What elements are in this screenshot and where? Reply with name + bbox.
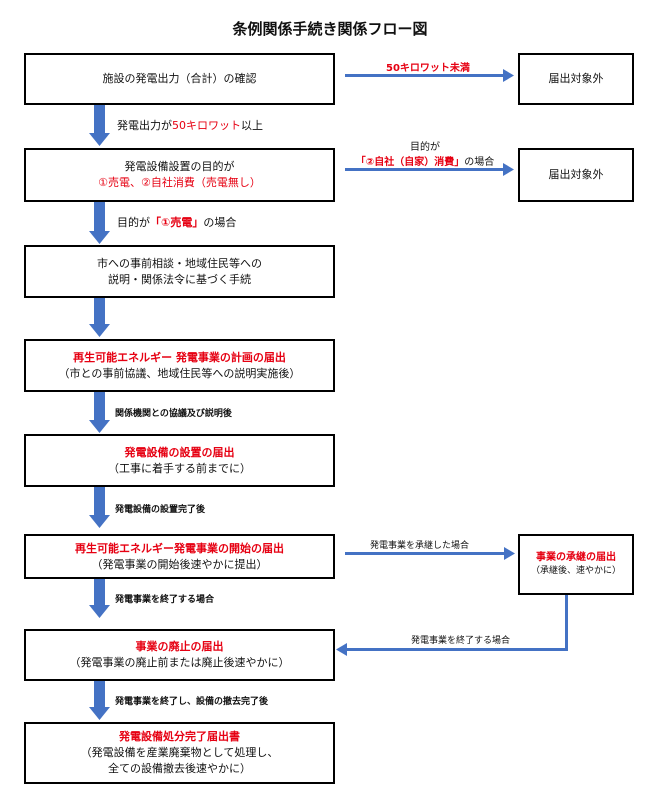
label-sale-post: の場合 <box>203 216 237 229</box>
label-sale-pre: 目的が <box>117 216 150 229</box>
step-disposal-report-note1: （発電設備を産業廃棄物として処理し、 <box>80 746 279 760</box>
arrow-down-4 <box>89 392 110 433</box>
step-output-check: 施設の発電出力（合計）の確認 <box>24 53 335 105</box>
label-business-end-1: 発電事業を終了する場合 <box>115 595 215 605</box>
step-plan-notice-title: 再生可能エネルギー 発電事業の計画の届出 <box>73 350 286 364</box>
label-50kw-or-more: 発電出力が50キロワット以上 <box>117 117 263 133</box>
arrow-down-1 <box>89 105 110 146</box>
arrow-right-3 <box>345 547 515 560</box>
succession-box: 事業の承継の届出 （承継後、速やかに） <box>518 534 634 595</box>
label-50kw-red: 50キロワット <box>172 119 241 132</box>
step-consultation: 市への事前相談・地域住民等への 説明・関係法令に基づく手続 <box>24 245 335 298</box>
label-50kw-post: 以上 <box>241 119 263 132</box>
step-purpose-text: 発電設備設置の目的が <box>124 160 235 174</box>
excluded-box-2-text: 届出対象外 <box>548 168 604 182</box>
arrow-return <box>336 595 568 656</box>
step-purpose: 発電設備設置の目的が ①売電、②自社消費（売電無し） <box>24 148 335 202</box>
step-disposal-report-note2: 全ての設備撤去後速やかに） <box>108 761 251 775</box>
step-install-notice: 発電設備の設置の届出 （工事に着手する前までに） <box>24 434 335 487</box>
succession-box-note: （承継後、速やかに） <box>530 566 621 577</box>
label-after-consultation: 関係機関との協議及び説明後 <box>115 409 232 419</box>
step-consultation-line2: 説明・関係法令に基づく手続 <box>108 272 251 286</box>
step-abolish-notice: 事業の廃止の届出 （発電事業の廃止前または廃止後速やかに） <box>24 629 335 681</box>
succession-box-title: 事業の承継の届出 <box>536 551 616 563</box>
label-self-consumption: 目的が 「②自社（自家）消費」の場合 <box>345 138 505 168</box>
step-disposal-report: 発電設備処分完了届出書 （発電設備を産業廃棄物として処理し、 全ての設備撤去後速… <box>24 722 335 784</box>
excluded-box-2: 届出対象外 <box>518 148 634 202</box>
step-disposal-report-title: 発電設備処分完了届出書 <box>119 730 240 744</box>
step-install-notice-title: 発電設備の設置の届出 <box>124 445 235 459</box>
step-abolish-notice-note: （発電事業の廃止前または廃止後速やかに） <box>69 656 290 669</box>
arrow-right-1 <box>345 69 514 82</box>
label-after-installation: 発電設備の設置完了後 <box>115 505 206 515</box>
step-start-notice-note: （発電事業の開始後速やかに提出） <box>91 557 268 571</box>
arrow-down-7 <box>89 681 110 720</box>
arrow-down-6 <box>89 579 110 618</box>
arrow-right-2 <box>345 163 514 176</box>
label-50kw-pre: 発電出力が <box>117 119 172 132</box>
label-sale-purpose: 目的が「①売電」の場合 <box>117 214 236 230</box>
step-output-check-text: 施設の発電出力（合計）の確認 <box>102 72 257 86</box>
step-start-notice: 再生可能エネルギー発電事業の開始の届出 （発電事業の開始後速やかに提出） <box>24 534 335 579</box>
label-after-removal: 発電事業を終了し、設備の撤去完了後 <box>115 697 269 707</box>
page-title: 条例関係手続き関係フロー図 <box>232 20 428 38</box>
step-consultation-line1: 市への事前相談・地域住民等への <box>97 256 262 270</box>
label-under-50kw: 50キロワット未満 <box>386 63 470 74</box>
label-business-end-2: 発電事業を終了する場合 <box>411 636 511 646</box>
excluded-box-1-text: 届出対象外 <box>548 72 604 86</box>
step-plan-notice-note: （市との事前協議、地域住民等への説明実施後） <box>58 366 301 380</box>
label-self-consumption-post: の場合 <box>464 157 495 168</box>
arrow-down-5 <box>89 487 110 528</box>
label-succession: 発電事業を承継した場合 <box>370 541 470 551</box>
arrow-down-3 <box>89 298 110 337</box>
arrow-down-2 <box>89 202 110 244</box>
step-plan-notice: 再生可能エネルギー 発電事業の計画の届出 （市との事前協議、地域住民等への説明実… <box>24 339 335 392</box>
excluded-box-1: 届出対象外 <box>518 53 634 105</box>
label-self-consumption-l1: 目的が <box>410 142 440 153</box>
label-sale-red: 「①売電」 <box>150 216 204 229</box>
label-self-consumption-red: 「②自社（自家）消費」 <box>355 157 465 168</box>
step-start-notice-title: 再生可能エネルギー発電事業の開始の届出 <box>75 541 284 555</box>
step-purpose-options: ①売電、②自社消費（売電無し） <box>98 176 261 189</box>
step-install-notice-note: （工事に着手する前までに） <box>108 461 251 475</box>
step-abolish-notice-title: 事業の廃止の届出 <box>135 640 224 654</box>
